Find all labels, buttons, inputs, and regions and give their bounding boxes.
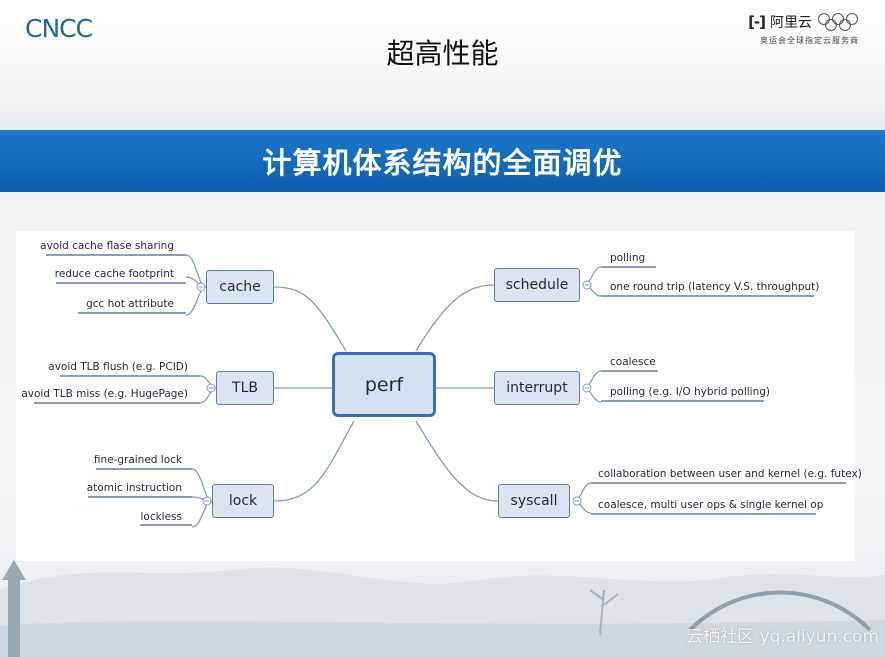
- branch-node-lock[interactable]: lock: [212, 484, 274, 518]
- leaf-syscall-2: coalesce, multi user ops & single kernel…: [598, 499, 824, 511]
- leaf-interrupt-1: coalesce: [610, 356, 656, 368]
- leaf-lock-1: fine-grained lock: [93, 454, 182, 466]
- section-banner: 计算机体系结构的全面调优: [0, 130, 885, 192]
- connector-root-syscall: [415, 420, 499, 502]
- connector-root-schedule: [415, 284, 495, 352]
- aliyun-logo: [-] 阿里云 奥运会全球指定云服务商: [729, 12, 859, 46]
- banner-title: 计算机体系结构的全面调优: [262, 146, 623, 180]
- leaf-cache-2: reduce cache footprint: [54, 268, 174, 280]
- branch-node-tlb[interactable]: TLB: [216, 371, 274, 405]
- water-icon: [0, 620, 885, 657]
- leaf-lock-2: atomic instruction: [86, 482, 182, 494]
- leaf-lock-3: lockless: [140, 511, 182, 523]
- landscape-decoration: [0, 560, 885, 657]
- leaf-schedule-2: one round trip (latency V.S. throughput): [610, 281, 820, 293]
- leaf-schedule-1: polling: [610, 252, 646, 264]
- aliyun-logo-subtitle: 奥运会全球指定云服务商: [760, 36, 859, 45]
- branch-node-cache[interactable]: cache: [206, 270, 274, 304]
- olympic-rings-icon: [818, 13, 858, 31]
- aliyun-mark-icon: [-]: [748, 13, 766, 31]
- leaf-interrupt-2: polling (e.g. I/O hybrid polling): [610, 386, 770, 398]
- mindmap-connectors: [34, 254, 846, 528]
- leaf-cache-3: gcc hot attribute: [86, 298, 174, 310]
- leaf-cache-1: avoid cache flase sharing: [40, 240, 174, 252]
- leaf-tlb-2: avoid TLB miss (e.g. HugePage): [21, 388, 188, 400]
- root-node-perf[interactable]: perf: [332, 352, 436, 417]
- page-title: 超高性能: [386, 37, 499, 70]
- bridge-icon: [688, 590, 872, 632]
- cncc-logo: CNCC: [25, 14, 93, 43]
- footer-watermark: 云栖社区 yq.aliyun.com: [686, 627, 879, 647]
- branch-node-syscall[interactable]: syscall: [498, 484, 570, 518]
- header-background: [0, 0, 885, 130]
- leaf-syscall-1: collaboration between user and kernel (e…: [598, 468, 862, 480]
- branch-node-schedule[interactable]: schedule: [494, 268, 580, 302]
- leaf-tlb-1: avoid TLB flush (e.g. PCID): [48, 361, 188, 373]
- tree-icon: [589, 589, 619, 636]
- connector-root-lock: [273, 420, 355, 502]
- mindmap-diagram: perf cache TLB lock schedule interrupt s…: [16, 231, 862, 561]
- aliyun-logo-text: 阿里云: [770, 15, 812, 31]
- connector-root-cache: [273, 286, 347, 352]
- branch-node-interrupt[interactable]: interrupt: [494, 371, 580, 405]
- pagoda-icon: [2, 560, 26, 657]
